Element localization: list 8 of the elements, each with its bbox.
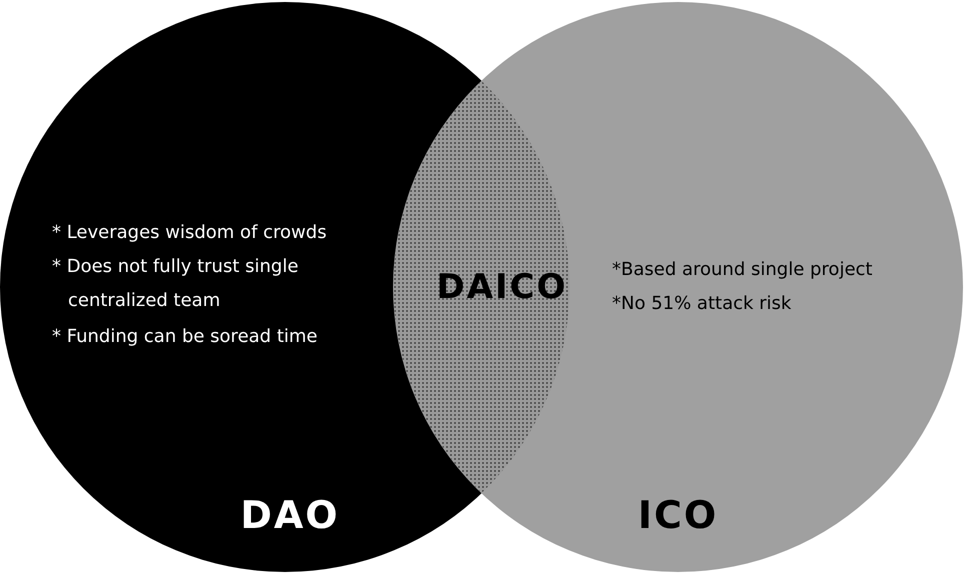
- circle-label: ICO: [636, 494, 720, 536]
- bullet-text: * Does not fully trust single centralized team: [52, 255, 300, 313]
- bullet-text: *No 51% attack risk: [612, 292, 792, 316]
- bullet-text: * Funding can be soread time: [52, 325, 318, 349]
- circle-label: DAO: [239, 494, 341, 536]
- bullet-text: * Leverages wisdom of crowds: [52, 221, 328, 245]
- circle-label: DAICO: [435, 266, 569, 308]
- bullet-text: *Based around single project: [612, 258, 874, 282]
